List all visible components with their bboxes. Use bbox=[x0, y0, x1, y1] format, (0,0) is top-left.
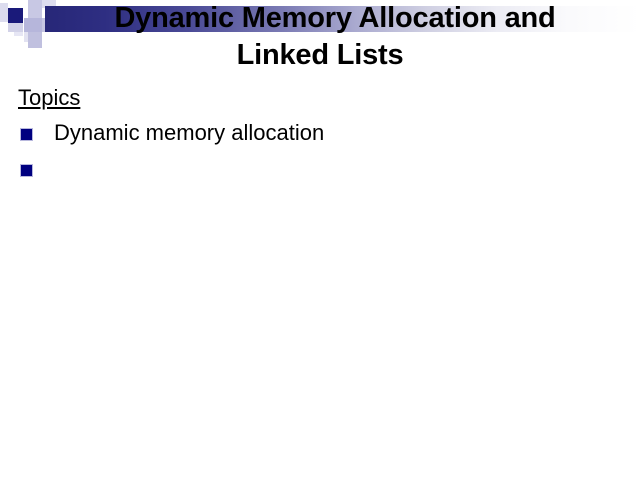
slide-title-line-2: Linked Lists bbox=[236, 39, 404, 71]
bullet-square-icon bbox=[20, 164, 33, 177]
bullet-square-icon bbox=[20, 128, 33, 141]
decorative-square-icon bbox=[24, 18, 42, 32]
list-item: Dynamic memory allocation bbox=[0, 118, 640, 154]
title-gradient-bar bbox=[45, 6, 640, 32]
list-item-label: Dynamic memory allocation bbox=[54, 120, 325, 145]
slide-title-line-1: Dynamic Memory Allocation and bbox=[114, 2, 556, 34]
topics-heading-wrapper: Topics bbox=[0, 84, 640, 112]
decorative-square-icon bbox=[14, 30, 23, 36]
decorative-square-icon bbox=[28, 0, 42, 18]
list-item-label bbox=[33, 154, 640, 184]
topics-heading: Topics bbox=[18, 85, 81, 110]
list-item bbox=[0, 154, 640, 190]
decorative-square-navy-icon bbox=[8, 8, 23, 23]
decorative-square-icon bbox=[42, 0, 56, 8]
bullet-list: Dynamic memory allocation bbox=[0, 118, 640, 190]
decorative-square-icon bbox=[24, 32, 29, 42]
decorative-square-icon bbox=[8, 23, 23, 32]
decorative-square-icon bbox=[28, 32, 42, 48]
slide-title: Dynamic Memory Allocation and Linked Lis… bbox=[0, 0, 640, 74]
decorative-square-icon bbox=[0, 3, 8, 22]
slide-body: Topics Dynamic memory allocation bbox=[0, 84, 640, 190]
